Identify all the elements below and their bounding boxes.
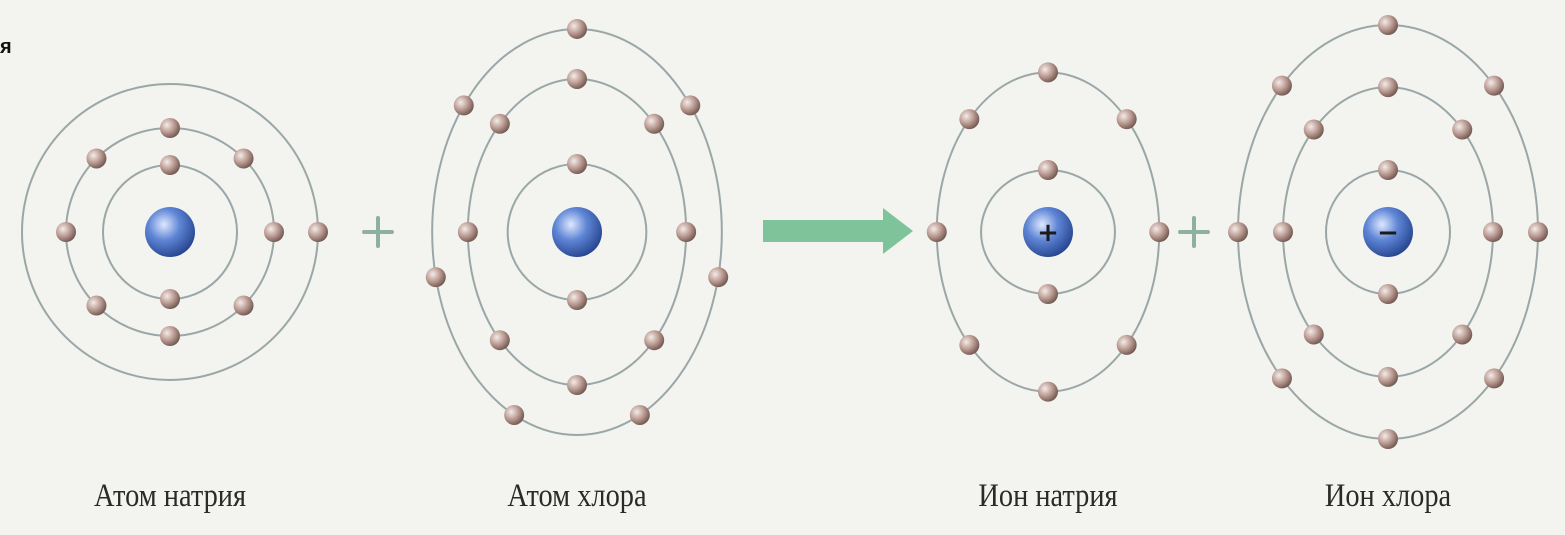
electron — [1483, 222, 1503, 242]
electron — [959, 335, 979, 355]
plus-sign-1 — [364, 218, 392, 246]
electron — [630, 405, 650, 425]
electron — [1228, 222, 1248, 242]
electron — [1038, 160, 1058, 180]
electron — [680, 95, 700, 115]
electron — [1304, 324, 1324, 344]
electron — [644, 330, 664, 350]
electron — [708, 267, 728, 287]
electron — [504, 405, 524, 425]
electron — [1117, 335, 1137, 355]
electron — [1038, 62, 1058, 82]
electron — [1484, 76, 1504, 96]
electron — [567, 19, 587, 39]
electron — [1452, 324, 1472, 344]
chlorine-atom-nucleus — [552, 207, 602, 257]
electron — [56, 222, 76, 242]
electron — [458, 222, 478, 242]
sodium-ion: + — [927, 62, 1169, 401]
electron — [1378, 367, 1398, 387]
electron — [959, 109, 979, 129]
electron — [567, 69, 587, 89]
electron — [1038, 382, 1058, 402]
electron — [490, 330, 510, 350]
label-sodium-ion: Ион натрия — [967, 478, 1129, 515]
electron — [160, 118, 180, 138]
electron — [1484, 368, 1504, 388]
electron — [454, 95, 474, 115]
electron — [1528, 222, 1548, 242]
chlorine-ion: − — [1228, 15, 1548, 449]
electron — [1378, 77, 1398, 97]
sodium-ion-charge-sign: + — [1037, 218, 1059, 248]
electron — [567, 154, 587, 174]
electron — [1304, 120, 1324, 140]
electron — [234, 148, 254, 168]
electron — [567, 290, 587, 310]
electron — [1038, 284, 1058, 304]
electron — [676, 222, 696, 242]
electron — [160, 326, 180, 346]
label-chlorine-atom: Атом хлора — [496, 478, 658, 515]
sodium-atom — [22, 84, 328, 380]
plus-sign-2 — [1180, 218, 1208, 246]
electron — [1378, 284, 1398, 304]
electron — [160, 289, 180, 309]
chlorine-ion-charge-sign: − — [1377, 218, 1399, 248]
electron — [264, 222, 284, 242]
electron — [1378, 15, 1398, 35]
chlorine-atom — [426, 19, 728, 435]
electron — [1272, 368, 1292, 388]
electron — [1273, 222, 1293, 242]
electron — [490, 114, 510, 134]
electron — [644, 114, 664, 134]
reaction-arrow — [763, 208, 913, 254]
electron — [308, 222, 328, 242]
electron — [86, 148, 106, 168]
electron — [1149, 222, 1169, 242]
electron — [86, 296, 106, 316]
electron — [1117, 109, 1137, 129]
electron — [1272, 76, 1292, 96]
electron — [160, 155, 180, 175]
electron — [426, 267, 446, 287]
label-chlorine-ion: Ион хлора — [1315, 478, 1462, 515]
electron — [567, 375, 587, 395]
electron — [1452, 120, 1472, 140]
label-sodium-atom: Атом натрия — [82, 478, 259, 515]
sodium-atom-nucleus — [145, 207, 195, 257]
electron — [1378, 160, 1398, 180]
electron — [234, 296, 254, 316]
electron — [927, 222, 947, 242]
electron — [1378, 429, 1398, 449]
